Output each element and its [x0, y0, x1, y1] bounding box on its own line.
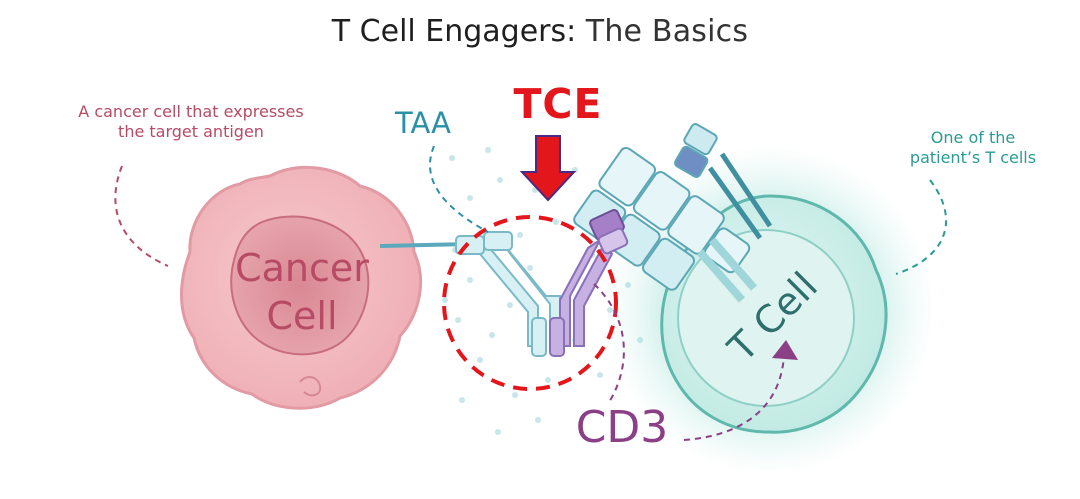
cd3-label: CD3: [575, 402, 669, 453]
tcell-callout-line1: One of the: [930, 128, 1016, 147]
cancer-callout-line: [114, 165, 169, 267]
tce-arrow-icon: [519, 135, 577, 202]
cd3-to-tcell-line: [683, 355, 785, 441]
cancer-callout-line2: the target antigen: [118, 122, 264, 141]
t-cell-engager-antibody: [455, 209, 629, 357]
page-title: T Cell Engagers: The Basics: [0, 14, 1080, 49]
tcr-complex: [573, 123, 773, 303]
cancer-callout: A cancer cell that expresses the target …: [46, 102, 336, 142]
taa-callout-line: [429, 145, 489, 233]
cancer-cell: [180, 165, 423, 410]
tcell-callout-line: [895, 179, 948, 275]
cancer-cell-label: Cancer Cell: [212, 244, 392, 340]
tcell-callout-line2: patient’s T cells: [909, 148, 1037, 167]
cancer-cell-label-line2: Cell: [266, 294, 338, 338]
cd3-callout-line: [593, 283, 625, 405]
taa-label: TAA: [395, 106, 451, 140]
cancer-callout-line1: A cancer cell that expresses: [78, 102, 304, 121]
tce-label: TCE: [513, 80, 603, 128]
cancer-cell-label-line1: Cancer: [235, 246, 369, 290]
tcell-callout: One of the patient’s T cells: [888, 128, 1058, 168]
title-sub: The Basics: [585, 14, 749, 49]
tce-highlight-circle: [442, 215, 618, 391]
title-main: T Cell Engagers:: [331, 14, 577, 49]
cd3-arrowhead-icon: [772, 340, 798, 360]
